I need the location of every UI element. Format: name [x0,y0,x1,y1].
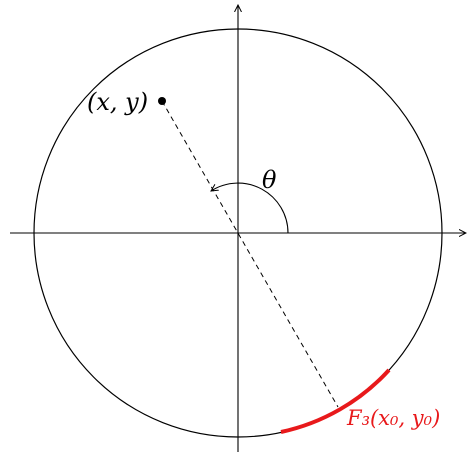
point-label: (x, y) [87,88,148,116]
highlighted-arc [280,368,391,434]
angle-label: θ [262,166,277,194]
angle-arc [211,182,289,234]
arc-label: F₃(x₀, y₀) [346,406,440,430]
point-marker [158,97,166,105]
dashed-ray [161,100,339,408]
